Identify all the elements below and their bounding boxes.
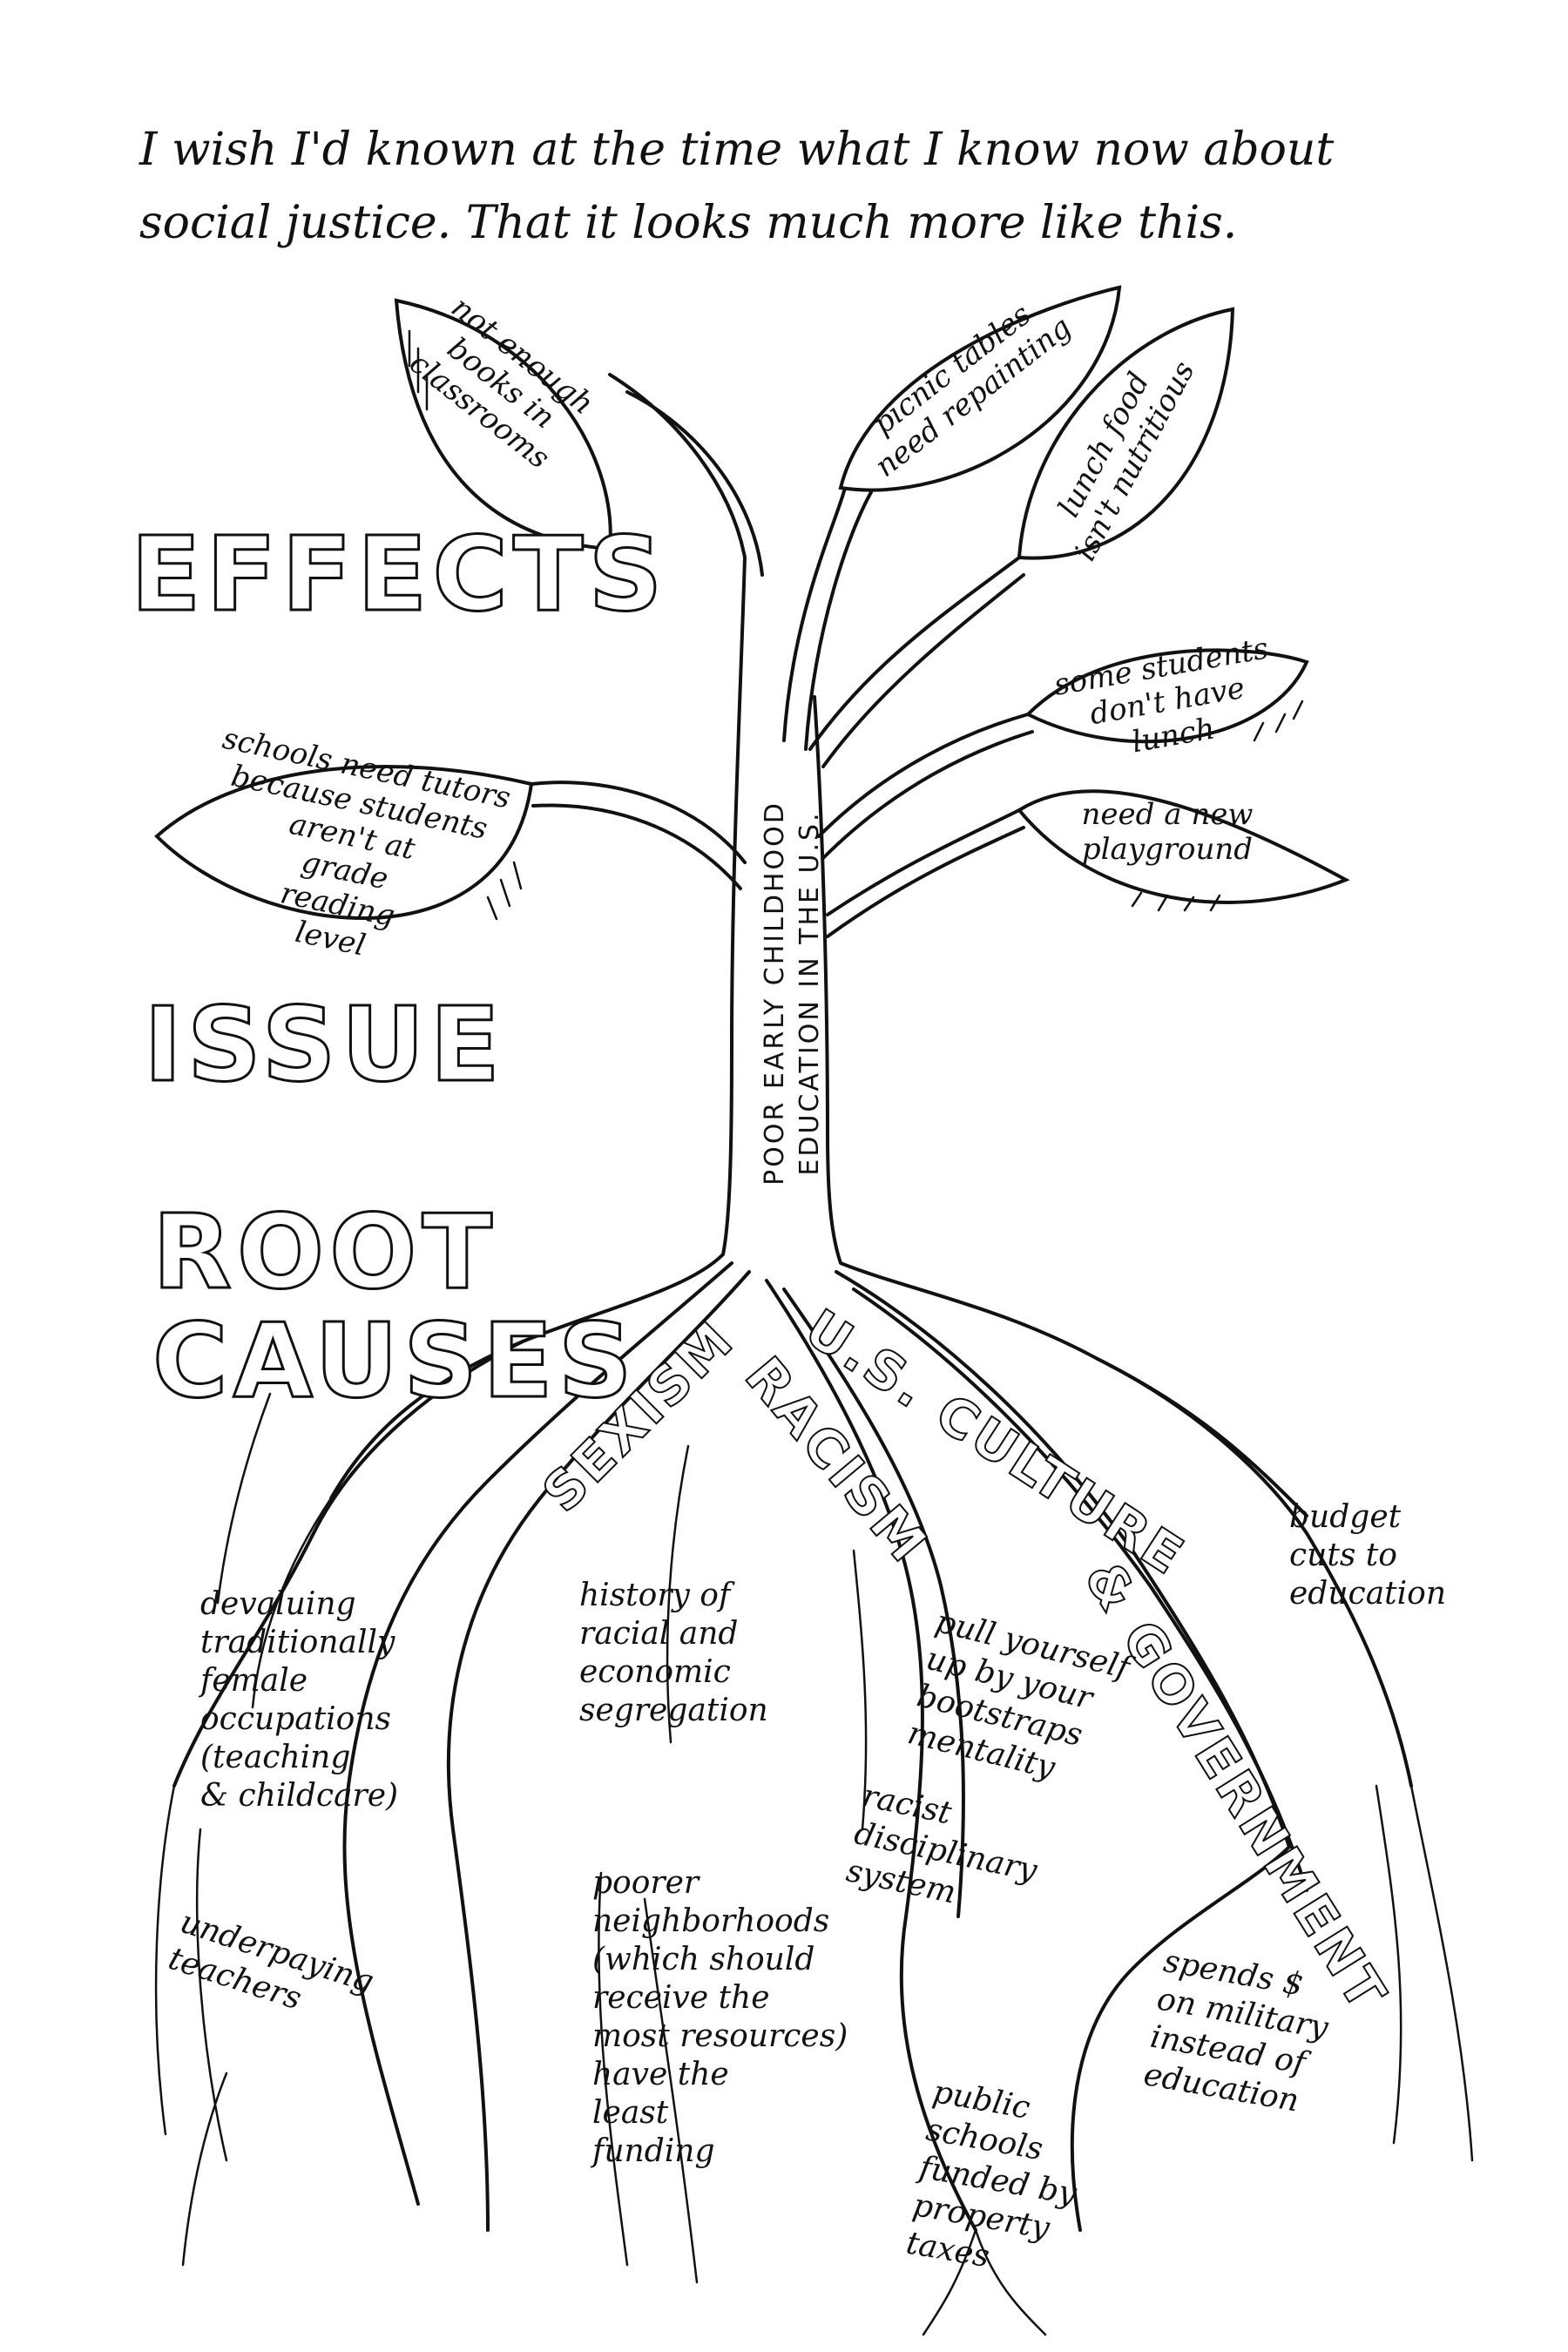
leaf-tutors (154, 765, 534, 920)
branch-tutors (530, 781, 747, 864)
root-fringe-1 (154, 1784, 228, 2267)
cause-property-taxes: public schools funded by property taxes (903, 2073, 1079, 2275)
root-fringe-5 (216, 1392, 333, 1709)
branch-somestud-2 (821, 730, 1034, 860)
hatch-tutors (486, 861, 523, 921)
branch-somestud (817, 713, 1030, 838)
leaf-lunchfood (1017, 307, 1235, 560)
branch-lunchfood (808, 556, 1021, 751)
root-racism-2 (782, 1288, 965, 1918)
root-sexism (342, 1261, 733, 2206)
root-sexism-2 (446, 1270, 751, 2232)
section-effects: EFFECTS (130, 514, 668, 634)
root-fringe-6 (666, 1444, 868, 1831)
branch-tutors-2 (531, 803, 742, 890)
branch-playground (826, 808, 1021, 916)
root-culture-2 (852, 1288, 1308, 1892)
cause-segregation: history of racial and economic segregati… (579, 1578, 768, 1728)
branch-up-right (782, 486, 847, 742)
branch-left-high-2 (625, 390, 764, 577)
leaf-somestudents (1024, 648, 1309, 744)
section-root-causes: ROOT CAUSES (152, 1192, 638, 1421)
hatch-playground (1131, 891, 1221, 912)
leaf-picnic (838, 285, 1122, 492)
branch-lunchfood-2 (821, 573, 1025, 768)
intro-text: I wish I'd known at the time what I know… (139, 124, 1335, 249)
hatch-books (408, 329, 429, 411)
root-left-far (172, 1340, 524, 1788)
branch-up-right-2 (804, 490, 873, 751)
trunk-label: POOR EARLY CHILDHOOD EDUCATION IN THE U.… (760, 801, 825, 1186)
root-fringe-2 (598, 1871, 699, 2284)
root-fringe-3 (1375, 1784, 1474, 2162)
cause-devaluing: devaluing traditionally female occupatio… (200, 1586, 399, 1814)
leaf-books (394, 298, 612, 551)
effect-playground: need a new playground (1081, 797, 1254, 867)
root-fringe-4 (922, 2228, 1047, 2336)
root-right-far (1096, 1357, 1413, 1788)
hatch-somestud (1253, 700, 1304, 742)
trunk-left (329, 556, 747, 1500)
branch-left-high (608, 373, 747, 559)
branch-playground-2 (826, 826, 1025, 938)
root-gov (1070, 1845, 1291, 2232)
section-issue: ISSUE (143, 984, 505, 1105)
root-racism (765, 1279, 977, 2232)
cause-neighborhoods: poorer neighborhoods (which should recei… (592, 1865, 848, 2169)
cause-budget-cuts: budget cuts to education (1289, 1499, 1446, 1612)
leaf-playground (1017, 789, 1350, 904)
